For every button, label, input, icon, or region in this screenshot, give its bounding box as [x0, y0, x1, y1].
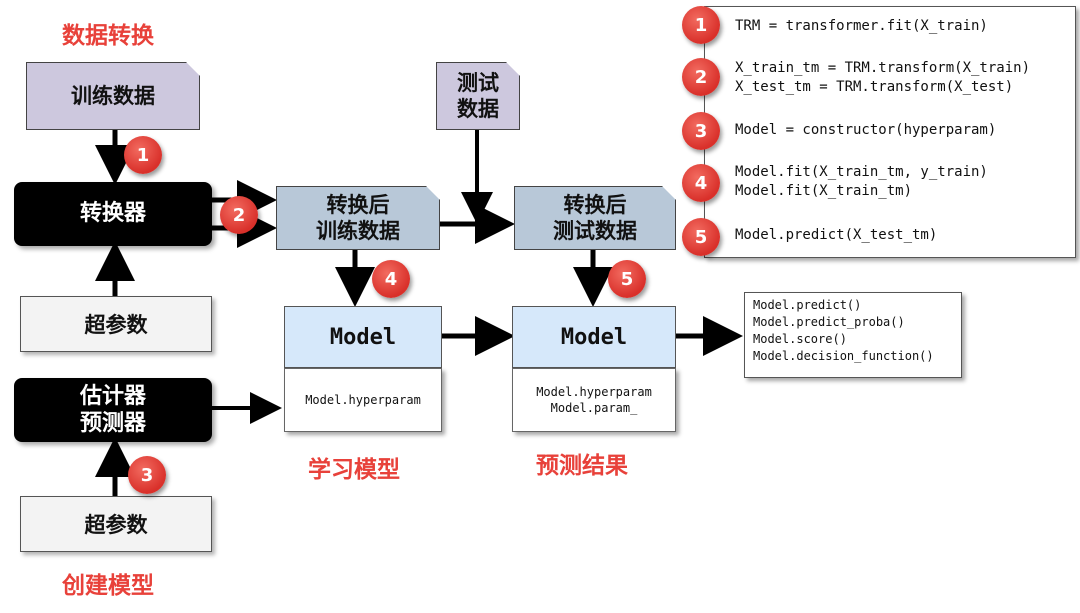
step-5-code: Model.predict(X_test_tm) [735, 226, 937, 245]
model-predict-box: Model [512, 306, 676, 368]
title-learn-model: 学习模型 [308, 457, 400, 483]
train-data-label: 训练数据 [71, 83, 155, 108]
code-line: Model.fit(X_train_tm) [735, 183, 913, 199]
estimator-label-1: 估计器 [79, 383, 146, 409]
diagram-badge-1: 1 [124, 136, 162, 174]
train-data-box: 训练数据 [26, 62, 200, 130]
step-badge-3: 3 [682, 112, 720, 150]
code-line: TRM = transformer.fit(X_train) [735, 18, 988, 34]
diagram-badge-3: 3 [128, 456, 166, 494]
param-line: Model.param_ [550, 401, 638, 415]
transformed-test-box: 转换后 测试数据 [514, 186, 676, 250]
model-predict-label: Model [560, 324, 628, 350]
code-line: X_train_tm = TRM.transform(X_train) [735, 60, 1031, 76]
outputs-box: Model.predict() Model.predict_proba() Mo… [744, 292, 962, 378]
hyperparam2-label: 超参数 [84, 513, 148, 537]
step-badge-2: 2 [682, 58, 720, 96]
model-learn-box: Model [284, 306, 442, 368]
transformer-label: 转换器 [79, 201, 146, 227]
diagram-badge-4: 4 [372, 260, 410, 298]
step-badge-5: 5 [682, 218, 720, 256]
step-2-code: X_train_tm = TRM.transform(X_train) X_te… [735, 59, 1030, 97]
hyperparam2-box: 超参数 [20, 496, 212, 552]
code-line: X_test_tm = TRM.transform(X_test) [735, 79, 1014, 95]
output-line: Model.decision_function() [753, 349, 934, 363]
test-data-label-1: 测试 [457, 70, 499, 95]
code-line: Model = constructor(hyperparam) [735, 122, 997, 138]
test-data-label-2: 数据 [457, 97, 499, 121]
transformed-train-label-2: 训练数据 [316, 219, 400, 243]
output-line: Model.predict_proba() [753, 315, 905, 329]
model-learn-params: Model.hyperparam [284, 368, 442, 432]
transformed-test-label-2: 测试数据 [553, 219, 637, 243]
hyperparam-label: 超参数 [84, 313, 148, 337]
model-predict-params: Model.hyperparam Model.param_ [512, 368, 676, 432]
hyperparam-box: 超参数 [20, 296, 212, 352]
transformed-train-box: 转换后 训练数据 [276, 186, 440, 250]
estimator-box: 估计器 预测器 [14, 378, 212, 442]
step-3-code: Model = constructor(hyperparam) [735, 121, 996, 140]
title-predict-result: 预测结果 [536, 453, 628, 479]
diagram-badge-2: 2 [220, 196, 258, 234]
model-learn-label: Model [329, 324, 397, 350]
transformed-train-label-1: 转换后 [326, 192, 390, 217]
diagram-badge-5: 5 [608, 260, 646, 298]
step-badge-4: 4 [682, 164, 720, 202]
step-1-code: TRM = transformer.fit(X_train) [735, 17, 988, 36]
steps-box: TRM = transformer.fit(X_train) X_train_t… [704, 6, 1076, 258]
step-4-code: Model.fit(X_train_tm, y_train) Model.fit… [735, 163, 988, 201]
title-create-model: 创建模型 [62, 573, 154, 599]
output-line: Model.predict() [753, 298, 862, 312]
code-line: Model.fit(X_train_tm, y_train) [735, 164, 988, 180]
transformed-test-label-1: 转换后 [563, 192, 627, 217]
param-line: Model.hyperparam [305, 392, 421, 407]
step-badge-1: 1 [682, 6, 720, 44]
output-line: Model.score() [753, 332, 847, 346]
transformer-box: 转换器 [14, 182, 212, 246]
param-line: Model.hyperparam [536, 384, 652, 399]
code-line: Model.predict(X_test_tm) [735, 227, 938, 243]
estimator-label-2: 预测器 [79, 411, 146, 436]
title-data-transform: 数据转换 [62, 23, 154, 49]
test-data-box: 测试 数据 [436, 62, 520, 130]
